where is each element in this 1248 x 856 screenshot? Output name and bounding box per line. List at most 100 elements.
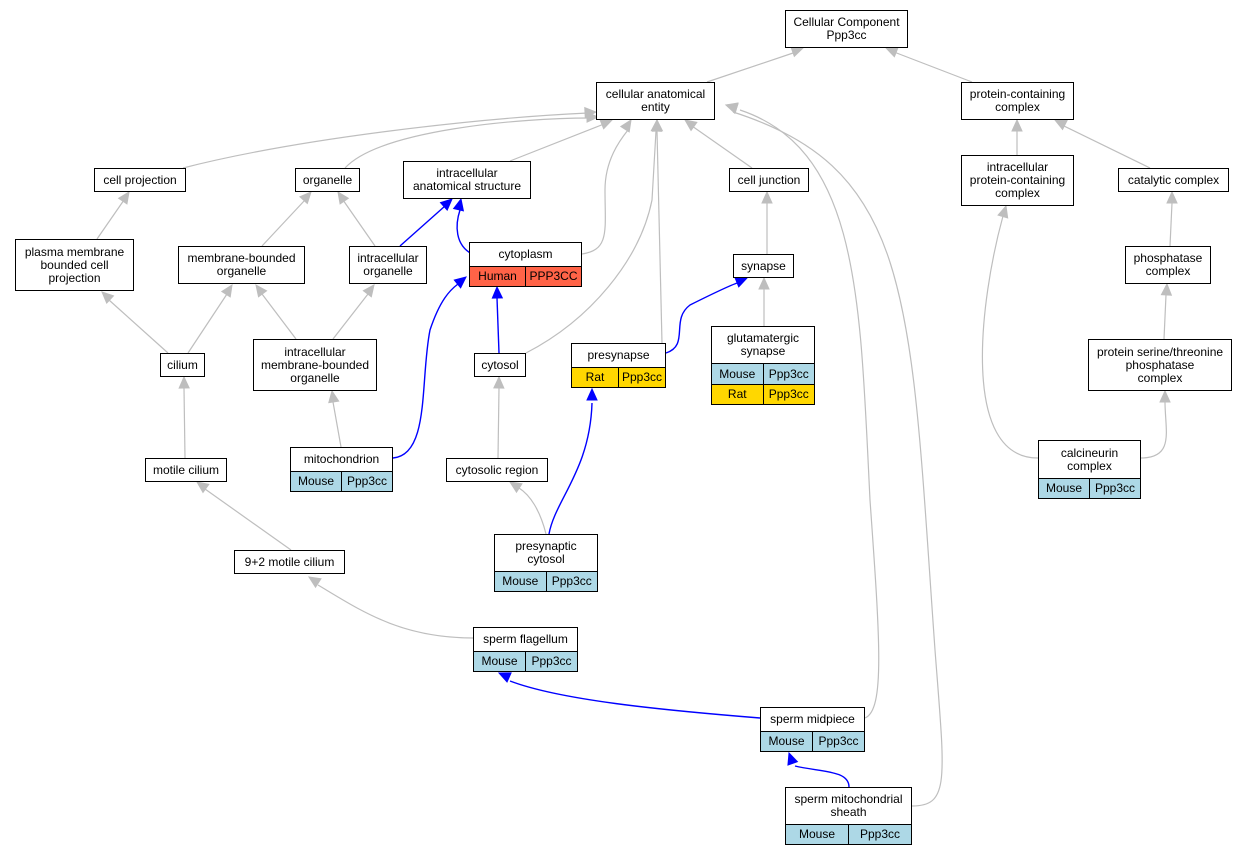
arrowhead [1166, 190, 1178, 204]
node-label: intracellular protein-containing complex [969, 160, 1066, 200]
gene-cell: Ppp3cc [848, 825, 911, 844]
arrowhead [117, 191, 130, 205]
arrowhead [307, 576, 322, 589]
node-mitochondrion[interactable]: mitochondrion Mouse Ppp3cc [290, 447, 393, 492]
gene-cell: Ppp3cc [762, 385, 815, 404]
edge-precyto-presynapse [548, 387, 598, 535]
edge-cytosol-cytoplasm [491, 285, 504, 354]
node-protein-serine-threonine-phosphatase-complex[interactable]: protein serine/threonine phosphatase com… [1088, 339, 1232, 391]
node-label: cytosolic region [455, 462, 539, 477]
arrowhead [724, 102, 739, 114]
node-label: motile cilium [152, 462, 219, 477]
node-cytosol[interactable]: cytosol [474, 353, 526, 377]
annotation-row: Mouse Ppp3cc [474, 651, 577, 671]
arrowhead [1011, 118, 1023, 132]
arrowhead [790, 46, 805, 58]
arrowhead [997, 204, 1009, 219]
edge-phosphatase-catalytic [1166, 190, 1178, 247]
node-presynapse[interactable]: presynapse Rat Ppp3cc [571, 343, 666, 388]
arrowhead [196, 481, 210, 494]
arrowhead [586, 111, 600, 123]
node-label: presynaptic cytosol [515, 539, 577, 566]
node-label: cytoplasm [498, 247, 553, 261]
gene-cell: Ppp3cc [525, 652, 577, 671]
arrowhead [651, 118, 664, 132]
node-label: intracellular membrane-bounded organelle [260, 344, 370, 385]
node-sperm-mitochondrial-sheath[interactable]: sperm mitochondrial sheath Mouse Ppp3cc [785, 787, 912, 845]
edge-organelle-cae [344, 111, 600, 169]
gene-cell: PPP3CC [525, 267, 581, 286]
edge-celljunction-cae [684, 119, 753, 169]
node-cell-projection[interactable]: cell projection [94, 168, 186, 192]
node-presynaptic-cytosol[interactable]: presynaptic cytosol Mouse Ppp3cc [494, 534, 598, 592]
node-sperm-midpiece[interactable]: sperm midpiece Mouse Ppp3cc [760, 707, 865, 752]
node-motile-cilium[interactable]: motile cilium [145, 458, 227, 482]
node-label: sperm mitochondrial sheath [794, 792, 903, 819]
node-label: presynapse [587, 348, 650, 362]
node-cilium[interactable]: cilium [160, 353, 205, 377]
edge-cilium-mbo [187, 283, 233, 354]
arrowhead [508, 481, 523, 494]
annotation-row: Mouse Ppp3cc [1039, 478, 1140, 498]
node-label: protein-containing complex [969, 87, 1066, 114]
edge-pstp-phosphatase [1160, 282, 1173, 340]
node-glutamatergic-synapse[interactable]: glutamatergic synapse Mouse Ppp3cc Rat P… [711, 326, 815, 405]
edge-io-ias [399, 198, 453, 247]
annotation-row: Mouse Ppp3cc [761, 731, 864, 751]
node-intracellular-membrane-bounded-organelle[interactable]: intracellular membrane-bounded organelle [253, 339, 377, 391]
edge-sheath-cae [724, 102, 943, 807]
species-cell: Mouse [502, 574, 539, 588]
gene-cell: Ppp3cc [1089, 479, 1140, 498]
node-cell-junction[interactable]: cell junction [729, 168, 809, 192]
edge-cae-root [706, 46, 805, 83]
node-catalytic-complex[interactable]: catalytic complex [1118, 168, 1229, 192]
node-protein-containing-complex[interactable]: protein-containing complex [961, 82, 1074, 120]
node-cytoplasm[interactable]: cytoplasm Human PPP3CC [469, 242, 582, 287]
node-label: calcineurin complex [1060, 445, 1119, 473]
arrowhead [586, 387, 598, 401]
arrowhead [884, 46, 899, 58]
species-cell: Mouse [297, 474, 335, 488]
edge-motile-cilium [178, 375, 190, 459]
node-9-2-motile-cilium[interactable]: 9+2 motile cilium [234, 550, 345, 574]
node-intracellular-organelle[interactable]: intracellular organelle [349, 246, 427, 284]
arrowhead [178, 375, 190, 389]
node-label: cell projection [103, 172, 177, 187]
node-cellular-anatomical-entity[interactable]: cellular anatomical entity [596, 82, 715, 120]
node-cellular-component[interactable]: Cellular Component Ppp3cc [785, 10, 908, 48]
edge-mito-imbo [328, 389, 342, 448]
arrowhead [619, 118, 632, 133]
node-cytosolic-region[interactable]: cytosolic region [446, 458, 548, 482]
gene-cell: Ppp3cc [762, 364, 815, 384]
node-label: catalytic complex [1127, 172, 1220, 187]
node-label: plasma membrane bounded cell projection [24, 244, 125, 285]
edge-io-organelle [337, 191, 376, 247]
node-phosphatase-complex[interactable]: phosphatase complex [1125, 246, 1211, 284]
node-synapse[interactable]: synapse [733, 254, 794, 278]
node-organelle[interactable]: organelle [295, 168, 360, 192]
edge-catalytic-pcc [1053, 119, 1151, 169]
edge-pmbcp-cellproj [96, 191, 130, 240]
edge-synapse-celljunction [761, 190, 773, 254]
node-label: cell junction [737, 172, 801, 187]
edge-cytoreg-cytosol [493, 375, 505, 459]
annotation-row: Mouse Ppp3cc [291, 471, 392, 491]
node-sperm-flagellum[interactable]: sperm flagellum Mouse Ppp3cc [473, 627, 578, 672]
annotation-row: Mouse Ppp3cc [495, 571, 597, 591]
node-intracellular-anatomical-structure[interactable]: intracellular anatomical structure [403, 161, 531, 199]
node-intracellular-protein-containing-complex[interactable]: intracellular protein-containing complex [961, 155, 1074, 206]
species-cell: Mouse [798, 827, 836, 841]
node-plasma-membrane-bounded-cell-projection[interactable]: plasma membrane bounded cell projection [15, 239, 134, 291]
arrowhead [599, 118, 614, 130]
gene-cell: Ppp3cc [545, 572, 598, 591]
node-label: membrane-bounded organelle [187, 251, 296, 278]
edge-midpiece-flagellum [497, 672, 761, 719]
node-calcineurin-complex[interactable]: calcineurin complex Mouse Ppp3cc [1038, 440, 1141, 499]
edge-glut-synapse [758, 276, 770, 326]
arrowhead [734, 277, 749, 288]
node-membrane-bounded-organelle[interactable]: membrane-bounded organelle [178, 246, 305, 284]
species-cell: Mouse [481, 654, 518, 668]
edge-imbo-mbo [255, 284, 297, 340]
edge-pcc-root [884, 46, 973, 83]
